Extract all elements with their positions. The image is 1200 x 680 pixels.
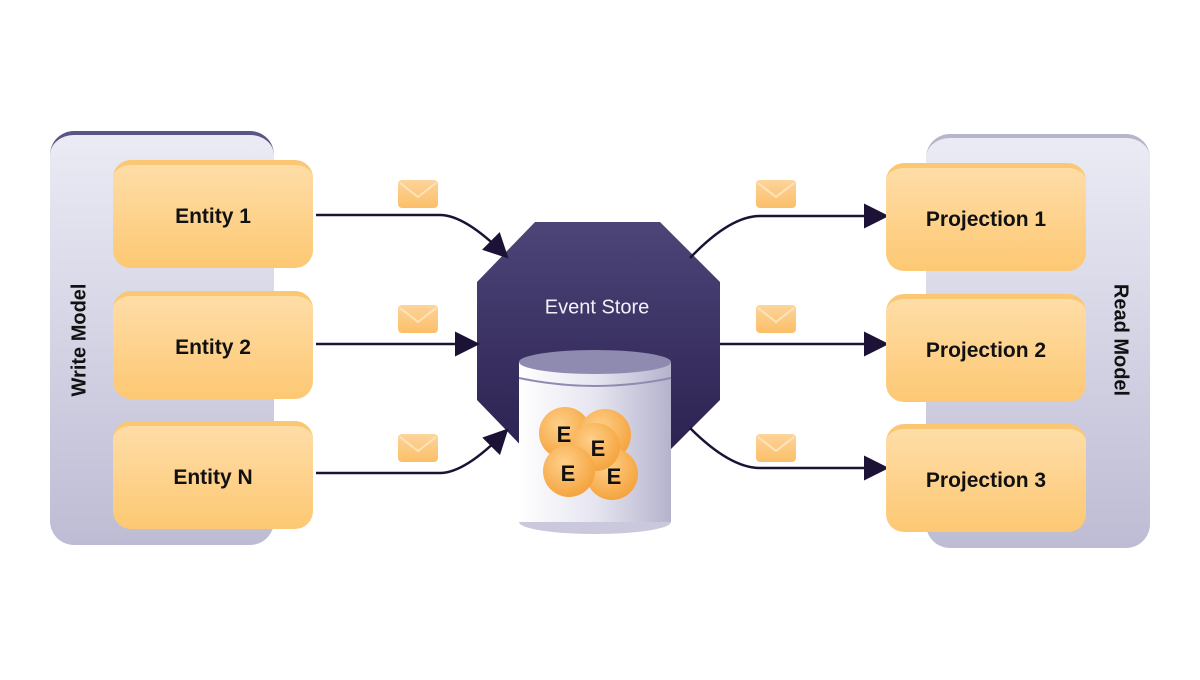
event-label: E [591, 436, 606, 461]
event-label: E [607, 464, 622, 489]
envelope-icon [398, 305, 438, 333]
event-label: E [557, 422, 572, 447]
envelope-icon [398, 434, 438, 462]
entity-box[interactable]: Entity 2 [113, 291, 313, 399]
event-label: E [561, 461, 576, 486]
event-balls: E E E E [539, 407, 638, 500]
entity-box[interactable]: Entity 1 [113, 160, 313, 268]
envelope-icon [756, 180, 796, 208]
arrow-projection-3 [689, 427, 889, 481]
event-ball [543, 445, 595, 497]
arrow-entity-1 [316, 213, 509, 259]
entity-box[interactable]: Entity N [113, 421, 313, 529]
envelope-icon [398, 180, 438, 208]
event-store-label: Event Store [544, 296, 650, 319]
projection-box[interactable]: Projection 3 [886, 424, 1086, 532]
arrow-projection-1 [689, 203, 889, 259]
projection-box[interactable]: Projection 2 [886, 294, 1086, 402]
envelope-icon [756, 305, 796, 333]
envelope-icon [756, 434, 796, 462]
projection-box[interactable]: Projection 1 [886, 163, 1086, 271]
arrow-entity-n [316, 428, 509, 475]
